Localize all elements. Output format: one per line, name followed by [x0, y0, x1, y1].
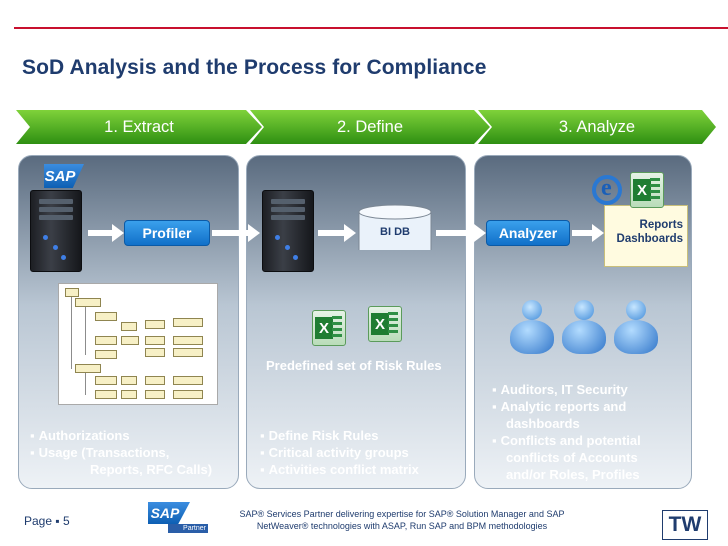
analyze-bullet-3: Conflicts and potential	[492, 432, 641, 449]
step-analyze-label: 3. Analyze	[558, 117, 636, 136]
arrow-head-icon	[112, 224, 124, 242]
org-node	[173, 376, 203, 385]
org-node	[173, 390, 203, 399]
step-extract: 1. Extract	[16, 110, 262, 144]
arrow-head-icon	[474, 224, 486, 242]
org-node	[75, 364, 101, 373]
bidb-label: BI DB	[380, 226, 410, 238]
arrow-to-profiler	[88, 230, 116, 236]
org-node	[95, 376, 117, 385]
extract-bullet-2: Usage (Transactions,	[30, 444, 169, 461]
org-node	[173, 348, 203, 357]
authorization-org-chart	[58, 283, 218, 405]
org-node	[145, 336, 165, 345]
step-analyze-arrow	[478, 110, 716, 144]
profiler-box: Profiler	[124, 220, 210, 246]
user-icon	[612, 300, 660, 358]
arrow-head-icon	[592, 224, 604, 242]
org-node	[95, 350, 117, 359]
risk-rules-caption: Predefined set of Risk Rules	[266, 358, 442, 373]
footer-note: SAP® Services Partner delivering experti…	[239, 509, 565, 531]
org-node	[95, 390, 117, 399]
org-node	[75, 298, 101, 307]
reports-label: Reports	[639, 219, 683, 231]
extract-bullet-1: Authorizations	[30, 427, 130, 444]
define-bullet-1: Define Risk Rules	[260, 427, 378, 444]
org-node	[145, 320, 165, 329]
step-extract-label: 1. Extract	[104, 117, 174, 136]
arrow-head-icon	[344, 224, 356, 242]
arrow-to-analyzer	[436, 230, 476, 236]
page-title: SoD Analysis and the Process for Complia…	[22, 56, 487, 79]
sap-partner-logo: SAP Partner	[148, 502, 208, 533]
org-node	[145, 376, 165, 385]
top-rule	[0, 0, 728, 30]
analyze-bullet-2-cont: dashboards	[506, 416, 580, 431]
org-node	[95, 336, 117, 345]
excel-icon: X	[312, 310, 346, 346]
org-node	[173, 318, 203, 327]
analyze-bullet-2: Analytic reports and	[492, 398, 626, 415]
server-icon-2	[262, 190, 314, 272]
step-analyze: 3. Analyze	[478, 110, 716, 144]
org-node	[173, 336, 203, 345]
database-icon	[358, 204, 432, 250]
arrow-to-reports	[572, 230, 596, 236]
arrow-head-icon	[248, 224, 260, 242]
user-icon	[560, 300, 608, 358]
org-node	[121, 322, 137, 331]
arrow-to-bidb	[318, 230, 346, 236]
org-node	[121, 336, 139, 345]
analyzer-box: Analyzer	[486, 220, 570, 246]
excel-icon-3: X	[630, 172, 664, 208]
org-node	[145, 390, 165, 399]
define-bullet-3: Activities conflict matrix	[260, 461, 419, 478]
org-node	[95, 312, 117, 321]
org-node	[65, 288, 79, 297]
analyze-bullet-1: Auditors, IT Security	[492, 381, 628, 398]
browser-icon	[592, 175, 622, 205]
org-node	[121, 390, 137, 399]
server-icon	[30, 190, 82, 272]
org-node	[121, 376, 137, 385]
step-define-label: 2. Define	[336, 117, 404, 136]
arrow-to-server-2	[212, 230, 252, 236]
process-steps: 1. Extract 2. Define 3. Analyze	[16, 110, 716, 144]
dashboards-label: Dashboards	[616, 233, 683, 245]
analyze-bullet-3-cont2: and/or Roles, Profiles	[506, 467, 640, 482]
org-node	[145, 348, 165, 357]
step-extract-arrow	[16, 110, 262, 144]
step-define-arrow	[250, 110, 490, 144]
user-icon	[508, 300, 556, 358]
analyze-bullet-3-cont: conflicts of Accounts	[506, 450, 638, 465]
tw-logo: TW	[662, 510, 708, 540]
step-define: 2. Define	[250, 110, 490, 144]
define-bullet-2: Critical activity groups	[260, 444, 409, 461]
extract-bullet-2-cont: Reports, RFC Calls)	[90, 462, 213, 477]
excel-icon-2: X	[368, 306, 402, 342]
page-number: Page ▪ 5	[24, 514, 70, 528]
footer: Page ▪ 5 SAP Partner SAP® Services Partn…	[0, 498, 728, 546]
